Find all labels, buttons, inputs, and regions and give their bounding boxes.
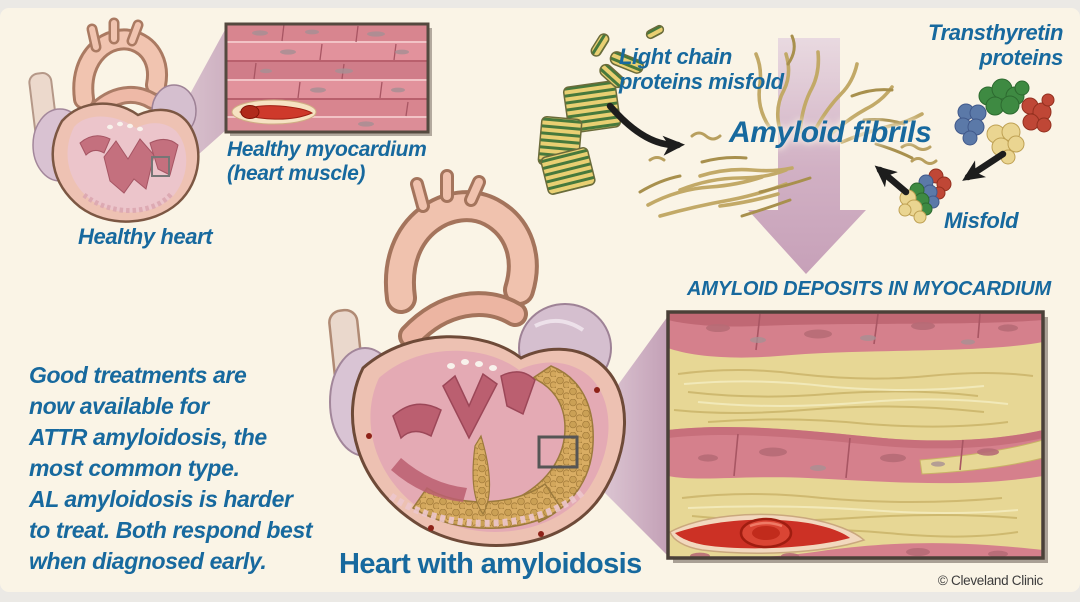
amyloidosis-heart-illustration [328, 169, 626, 547]
deposits-panel-illustration [666, 310, 1048, 563]
healthy-capillary [231, 99, 317, 125]
transthyretin-label: Transthyretin proteins [928, 20, 1063, 70]
transthyretin-protein-illustration [954, 78, 1055, 165]
misfold-label: Misfold [944, 208, 1019, 233]
misfolded-protein-illustration [898, 168, 952, 224]
amyloidosis-heart-caption: Heart with amyloidosis [339, 548, 642, 580]
amyloid-fibrils-illustration [638, 34, 938, 218]
light-chain-proteins-illustration [537, 24, 665, 195]
misfold-to-fibrils-arrow [874, 165, 910, 196]
light-chain-label: Light chain proteins misfold [619, 44, 784, 94]
healthy-myocardium-panel [224, 22, 432, 136]
deposits-heading: AMYLOID DEPOSITS IN MYOCARDIUM [687, 278, 1052, 300]
zoom-box-amyloid [537, 435, 579, 469]
light-chain-label-line2: proteins misfold [619, 68, 784, 94]
blood-vessel [669, 513, 866, 560]
transthyretin-label-line2: proteins [979, 44, 1063, 70]
amyloid-fibrils-label: Amyloid fibrils [729, 116, 932, 149]
transthyretin-label-line1: Transthyretin [928, 20, 1063, 45]
treatment-note-line: to treat. Both respond best [29, 517, 313, 543]
healthy-myocardium-caption: Healthy myocardium (heart muscle) [227, 138, 427, 185]
treatment-note-line: AL amyloidosis is harder [29, 486, 293, 512]
treatment-note-line: now available for [29, 393, 209, 419]
healthy-myocardium-caption-line1: Healthy myocardium [227, 138, 427, 161]
light-chain-label-line1: Light chain [619, 44, 732, 69]
copyright-credit: © Cleveland Clinic [937, 573, 1043, 588]
healthy-myocardium-caption-line2: (heart muscle) [227, 161, 365, 185]
healthy-heart-caption: Healthy heart [78, 224, 213, 249]
treatment-note: Good treatments are now available for AT… [29, 360, 313, 577]
healthy-heart-illustration [28, 17, 200, 223]
zoom-box-healthy [151, 156, 170, 177]
treatment-note-line: Good treatments are [29, 362, 247, 388]
lightchain-to-fibrils-arrow [606, 102, 685, 156]
treatment-note-line: ATTR amyloidosis, the [29, 424, 267, 450]
ttr-to-misfold-arrow [962, 150, 1007, 181]
treatment-note-line: when diagnosed early. [29, 548, 267, 574]
treatment-note-line: most common type. [29, 455, 240, 481]
